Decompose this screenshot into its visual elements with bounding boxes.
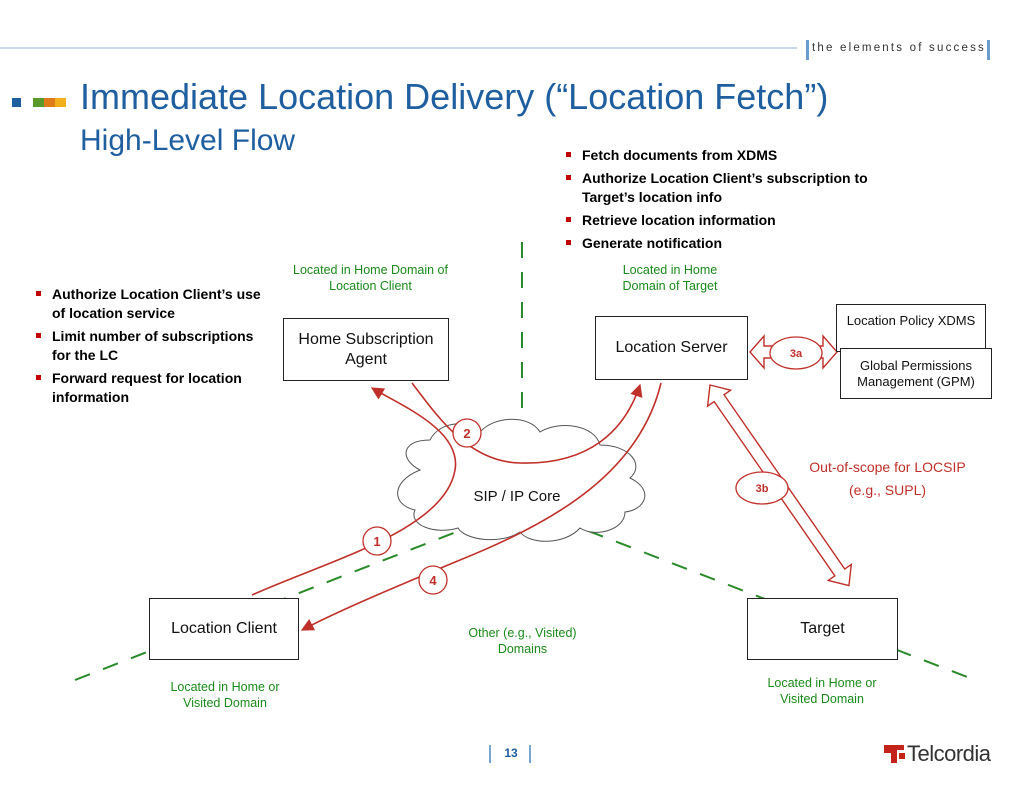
flow-step-4 [300,382,662,631]
server-task-list: Fetch documents from XDMS Authorize Loca… [562,146,922,257]
title-square-green [33,98,44,107]
server-task-item: Fetch documents from XDMS [562,146,922,165]
tagline-bar-right [987,40,990,60]
step-circle-1 [362,526,392,556]
gpm-label: Global Permissions Management (GPM) [857,357,975,389]
out-of-scope-line2: (e.g., SUPL) [848,482,927,498]
domain-label-home-client: Located in Home Domain of Location Clien… [293,263,448,293]
domain-label-target-location: Located in Home or Visited Domain [767,676,877,706]
location-policy-xdms-box: Location Policy XDMS [836,304,986,352]
target-label: Target [800,620,845,637]
title-square-blue [12,98,21,107]
location-server-box: Location Server [595,316,748,380]
domain-label-home-target: Located in Home Domain of Target [622,263,718,293]
flow-step-1 [251,387,457,596]
out-of-scope-line1: Out-of-scope for LOCSIP [809,459,966,475]
server-task-item: Generate notification [562,234,922,253]
step-circle-3a [769,336,823,370]
location-server-label: Location Server [615,339,728,356]
flow-step-2 [411,382,643,464]
sip-core-cloud [397,418,646,542]
tagline: the elements of success [812,42,986,54]
target-box: Target [747,598,898,660]
tagline-bar-left [806,40,809,60]
step-label-3a: 3a [790,348,803,360]
sip-core-label: SIP / IP Core [473,488,561,505]
domain-label-client-location: Located in Home or Visited Domain [170,680,280,710]
domain-label-other: Other (e.g., Visited) Domains [468,626,577,656]
location-client-box: Location Client [149,598,299,660]
step-label-4: 4 [429,573,437,588]
page-number-bar-left [489,745,491,763]
home-subscription-agent-box: Home Subscription Agent [283,318,449,381]
home-subscription-agent-label: Home Subscription Agent [298,330,434,368]
agent-task-list: Authorize Location Client’s use of locat… [32,285,272,411]
step-circle-3b [735,471,789,505]
server-task-item: Authorize Location Client’s subscription… [562,169,922,207]
location-policy-xdms-label: Location Policy XDMS [846,313,976,328]
step-circle-4 [418,565,448,595]
telcordia-logo-icon [884,745,905,763]
telcordia-logo-text: Telcordia [907,741,991,766]
header-rule [0,47,797,49]
page-number: 13 [504,746,518,760]
step-label-1: 1 [373,534,380,549]
server-task-item: Retrieve location information [562,211,922,230]
location-client-label: Location Client [171,620,277,637]
page-subtitle: High-Level Flow [80,124,296,157]
page-title: Immediate Location Delivery (“Location F… [80,76,829,117]
step-circle-2 [452,418,482,448]
step-label-3b: 3b [756,483,769,495]
page-number-bar-right [529,745,531,763]
gpm-box: Global Permissions Management (GPM) [840,348,992,399]
step-label-2: 2 [463,426,470,441]
agent-task-item: Limit number of subscriptions for the LC [32,327,272,365]
domain-boundary-left [74,514,501,681]
title-square-gold [55,98,66,107]
title-square-orange [44,98,55,107]
agent-task-item: Forward request for location information [32,369,272,407]
agent-task-item: Authorize Location Client’s use of locat… [32,285,272,323]
